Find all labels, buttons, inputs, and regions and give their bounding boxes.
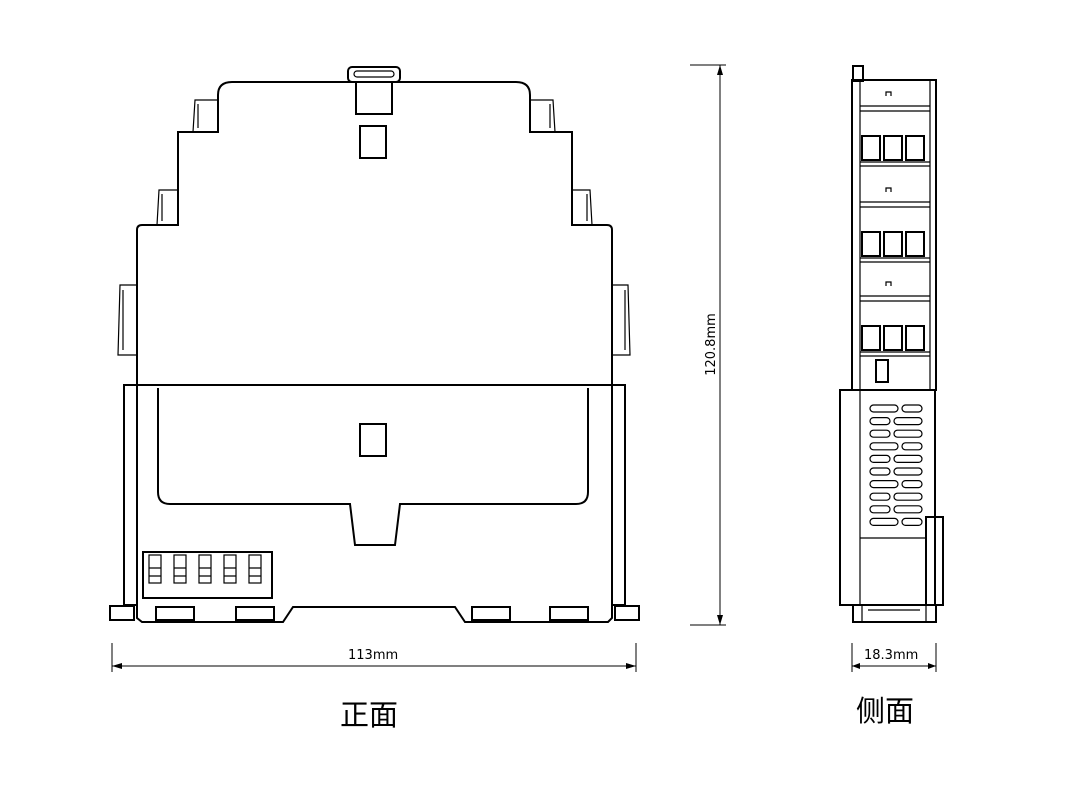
vent-slot bbox=[901, 404, 923, 413]
vent-slot bbox=[901, 480, 923, 489]
terminal-block bbox=[142, 551, 273, 599]
vent-slot bbox=[901, 442, 923, 451]
side-view bbox=[839, 65, 944, 623]
vent-slot bbox=[869, 404, 899, 413]
side-terminal bbox=[861, 231, 881, 257]
side-terminal bbox=[861, 135, 881, 161]
lower-window bbox=[359, 423, 387, 457]
vent-slot bbox=[869, 429, 891, 438]
vent-slot bbox=[869, 417, 891, 426]
vent-slot bbox=[893, 492, 923, 501]
terminal-slot bbox=[223, 554, 237, 584]
front-view-caption: 正面 bbox=[340, 698, 399, 732]
side-width-dimension-label: 18.3mm bbox=[864, 648, 919, 663]
top-latch bbox=[347, 66, 401, 83]
vent-slot bbox=[869, 517, 899, 527]
vent-slot bbox=[869, 505, 891, 514]
upper-housing bbox=[136, 81, 613, 385]
side-terminal bbox=[905, 325, 925, 351]
front-view bbox=[109, 66, 640, 623]
latch-neck bbox=[355, 81, 393, 115]
vent-slot bbox=[893, 467, 923, 476]
vent-slot bbox=[869, 492, 891, 501]
vent-slot bbox=[893, 417, 923, 426]
vent-slot bbox=[869, 480, 899, 489]
terminal-slot bbox=[148, 554, 162, 584]
terminal-slot bbox=[198, 554, 212, 584]
side-terminal bbox=[883, 231, 903, 257]
side-terminal bbox=[883, 135, 903, 161]
vent-slot bbox=[901, 517, 923, 527]
inner-cover bbox=[157, 388, 589, 546]
upper-window bbox=[359, 125, 387, 159]
side-lower-housing bbox=[839, 389, 936, 606]
terminal-slot bbox=[248, 554, 262, 584]
side-terminal bbox=[905, 135, 925, 161]
vent-slots bbox=[869, 404, 923, 527]
right-rail bbox=[611, 384, 626, 606]
side-view-caption: 侧面 bbox=[856, 694, 915, 728]
side-terminal bbox=[883, 325, 903, 351]
vent-slot bbox=[893, 429, 923, 438]
dimension-lines bbox=[111, 64, 937, 672]
vent-slot bbox=[893, 454, 923, 463]
height-dimension-label: 120.8mm bbox=[703, 313, 719, 376]
din-base bbox=[136, 605, 613, 623]
vent-slot bbox=[869, 442, 899, 451]
side-terminal bbox=[861, 325, 881, 351]
vent-slot bbox=[869, 454, 891, 463]
vent-slot bbox=[869, 467, 891, 476]
vent-slot bbox=[893, 505, 923, 514]
terminal-slot bbox=[173, 554, 187, 584]
left-rail bbox=[123, 384, 138, 606]
width-dimension-label: 113mm bbox=[348, 648, 399, 663]
side-terminal bbox=[905, 231, 925, 257]
